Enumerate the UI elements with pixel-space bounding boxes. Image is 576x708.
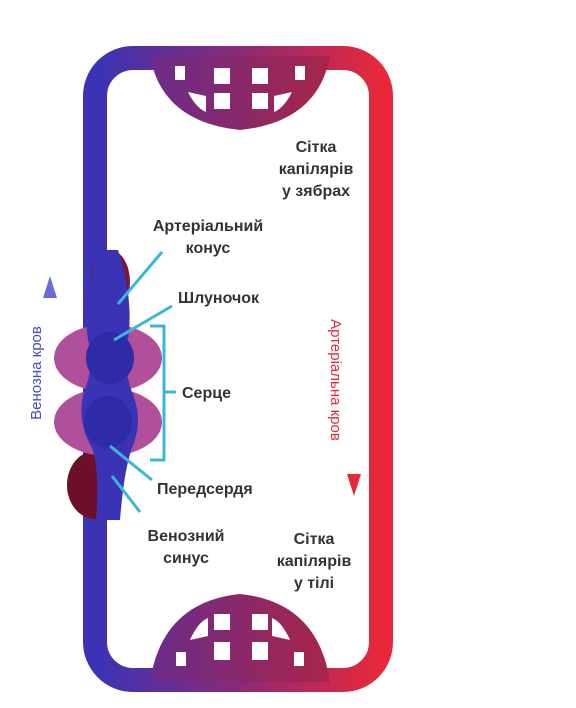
arterial-blood-arrow: [347, 264, 361, 496]
venous-sinus-label-line2: синус: [163, 550, 209, 567]
arterial-blood-label: Артеріальна кров: [327, 319, 344, 441]
ventricle-label: Шлуночок: [178, 290, 260, 307]
venous-sinus-label-line1: Венозний: [148, 528, 225, 545]
arterial-cone-pointer: [116, 251, 164, 305]
atrium-pointer: [109, 444, 153, 482]
venous-blood-arrow: [43, 276, 57, 478]
ventricle-pointer: [113, 304, 173, 342]
gill-capillary-network: [150, 56, 330, 130]
arterial-cone-label-line1: Артеріальний: [153, 218, 263, 235]
atrium-label: Передсердя: [157, 481, 253, 498]
venous-sinus-pointer: [110, 475, 142, 513]
venous-blood-label: Венозна кров: [28, 326, 45, 420]
gill-capillaries-label-line1: Сітка: [296, 139, 337, 156]
body-capillaries-label-line1: Сітка: [294, 531, 335, 548]
gill-capillaries-label-line3: у зябрах: [282, 183, 350, 200]
body-capillary-network: [150, 594, 330, 682]
heart: [54, 250, 162, 520]
gill-capillaries-label-line2: капілярів: [279, 161, 354, 178]
heart-label: Серце: [182, 385, 231, 402]
arterial-cone-label-line2: конус: [186, 240, 231, 257]
body-capillaries-label-line2: капілярів: [277, 553, 352, 570]
body-capillaries-label-line3: у тілі: [294, 575, 334, 592]
